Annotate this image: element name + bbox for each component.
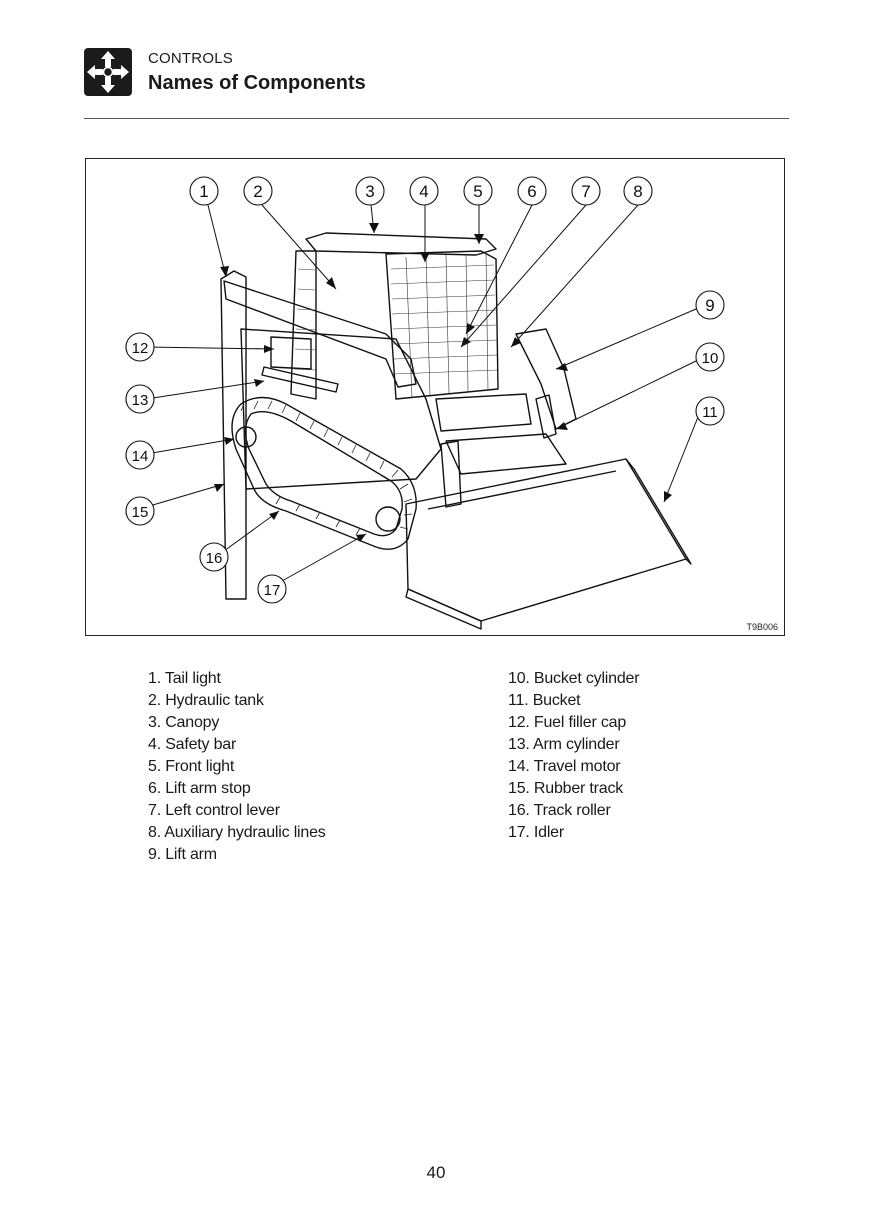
callout-label: 6	[527, 182, 536, 201]
callout-9	[695, 290, 725, 320]
legend-item: 1. Tail light	[148, 670, 221, 687]
callout-label: 5	[473, 182, 482, 201]
callout-label: 2	[253, 182, 262, 201]
callout-label: 11	[702, 404, 718, 421]
header-divider	[84, 118, 789, 119]
callout-15	[125, 496, 155, 526]
legend-item: 8. Auxiliary hydraulic lines	[148, 824, 326, 841]
legend-item: 14. Travel motor	[508, 758, 621, 775]
legend-item: 15. Rubber track	[508, 780, 624, 797]
callout-4	[409, 176, 439, 206]
legend-item: 3. Canopy	[148, 714, 220, 731]
callout-label: 3	[365, 182, 374, 201]
legend-item: 5. Front light	[148, 758, 235, 775]
callout-label: 16	[206, 550, 223, 567]
callout-label: 9	[705, 296, 714, 315]
callout-10	[695, 342, 725, 372]
callout-label: 10	[702, 350, 719, 367]
callout-8	[623, 176, 653, 206]
legend-right-column: 10. Bucket cylinder 11. Bucket 12. Fuel …	[508, 668, 640, 844]
legend-item: 6. Lift arm stop	[148, 780, 251, 797]
callout-2	[243, 176, 273, 206]
legend-item: 7. Left control lever	[148, 802, 280, 819]
callout-label: 14	[132, 448, 149, 465]
callout-1	[189, 176, 219, 206]
callout-label: 13	[132, 392, 149, 409]
callout-label: 17	[264, 582, 281, 599]
callout-3	[355, 176, 385, 206]
callout-13	[125, 384, 155, 414]
legend-left-column: 1. Tail light 2. Hydraulic tank 3. Canop…	[148, 668, 326, 866]
legend-item: 16. Track roller	[508, 802, 611, 819]
callout-17	[257, 574, 287, 604]
page-number: 40	[426, 1163, 446, 1182]
component-diagram: 1 2 3 4 5 6 7 8 9 10 11 12 13 14 15 16 1…	[85, 158, 785, 636]
callout-14	[125, 440, 155, 470]
callout-11	[695, 396, 725, 426]
legend-item: 17. Idler	[508, 824, 565, 841]
section-label: CONTROLS	[148, 50, 233, 67]
callout-6	[517, 176, 547, 206]
controls-arrows-icon	[84, 48, 132, 96]
legend-item: 2. Hydraulic tank	[148, 692, 264, 709]
legend-item: 4. Safety bar	[148, 736, 237, 753]
callout-label: 15	[132, 504, 149, 521]
legend-item: 11. Bucket	[508, 692, 581, 709]
callout-16	[199, 542, 229, 572]
callout-label: 7	[581, 182, 590, 201]
legend-item: 10. Bucket cylinder	[508, 670, 640, 687]
callout-label: 12	[132, 340, 149, 357]
callout-label: 8	[633, 182, 642, 201]
callout-7	[571, 176, 601, 206]
legend-item: 13. Arm cylinder	[508, 736, 620, 753]
track-loader-illustration: 1 2 3 4 5 6 7 8 9 10 11 12 13 14 15 16 1…	[125, 176, 725, 630]
callout-label: 4	[419, 182, 428, 201]
figure-code: T9B006	[746, 622, 778, 632]
callout-12	[125, 332, 155, 362]
legend-item: 12. Fuel filler cap	[508, 714, 627, 731]
callout-label: 1	[199, 182, 208, 201]
callout-5	[463, 176, 493, 206]
page-title: Names of Components	[148, 72, 366, 94]
legend-item: 9. Lift arm	[148, 846, 217, 863]
